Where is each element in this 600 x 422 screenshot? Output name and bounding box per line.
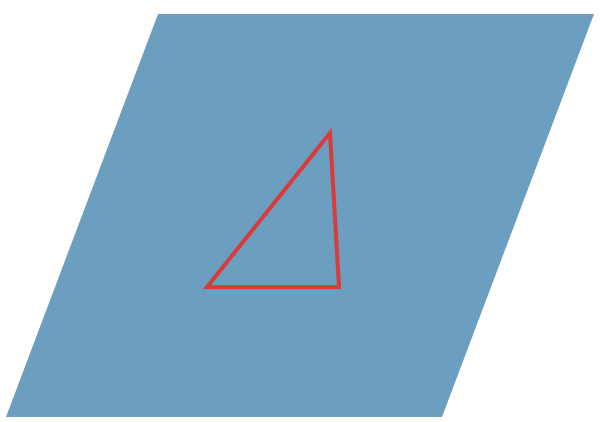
plane-parallelogram — [6, 14, 594, 417]
triangle-outline — [202, 127, 342, 289]
